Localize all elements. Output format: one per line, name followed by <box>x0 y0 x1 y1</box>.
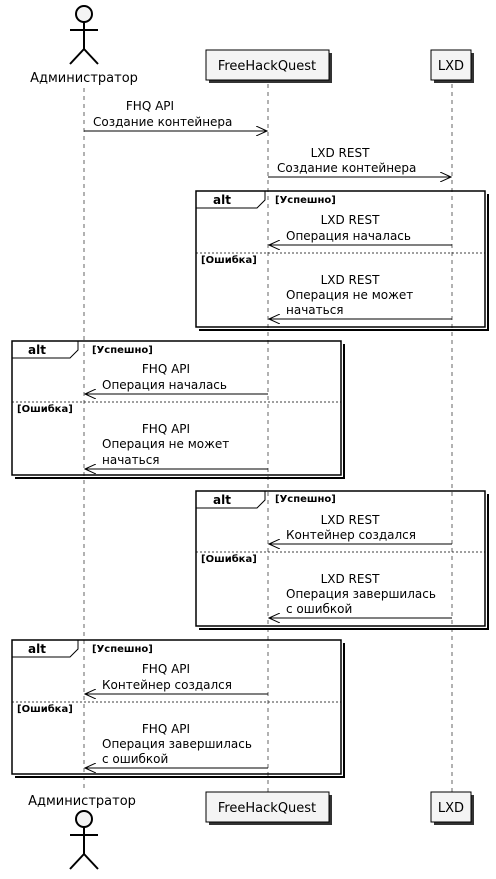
actor-admin-top <box>69 5 99 65</box>
participant-fhq-bottom: FreeHackQuest <box>205 791 332 825</box>
svg-text:начаться: начаться <box>286 303 344 317</box>
svg-text:Операция началась: Операция началась <box>286 229 411 243</box>
alt-block-3: alt [Успешно] LXD REST Контейнер создалс… <box>195 490 489 630</box>
svg-text:alt: alt <box>28 642 46 656</box>
participant-lxd-bottom: LXD <box>430 791 474 825</box>
svg-text:Операция началась: Операция началась <box>102 378 227 392</box>
svg-text:LXD REST: LXD REST <box>321 513 380 527</box>
svg-text:Операция завершилась: Операция завершилась <box>286 587 436 601</box>
participant-lxd-top-label: LXD <box>438 59 464 74</box>
message-lxd-create: LXD REST Создание контейнера <box>268 146 451 177</box>
svg-text:LXD REST: LXD REST <box>321 572 380 586</box>
svg-text:Контейнер создался: Контейнер создался <box>286 528 416 542</box>
svg-text:[Успешно]: [Успешно] <box>92 644 153 655</box>
alt-block-4: alt [Успешно] FHQ API Контейнер создался… <box>11 639 345 778</box>
svg-text:Создание контейнера: Создание контейнера <box>93 115 232 129</box>
svg-text:LXD REST: LXD REST <box>311 146 370 160</box>
svg-text:[Ошибка]: [Ошибка] <box>17 403 73 415</box>
svg-text:LXD REST: LXD REST <box>321 213 380 227</box>
svg-text:Операция не может: Операция не может <box>286 288 413 302</box>
message-fhq-create: FHQ API Создание контейнера <box>84 99 267 131</box>
alt-block-1: alt [Успешно] LXD REST Операция началась… <box>195 190 489 331</box>
svg-text:с ошибкой: с ошибкой <box>102 752 168 766</box>
guard-error: [Ошибка] <box>201 254 257 266</box>
participant-fhq-bottom-label: FreeHackQuest <box>218 801 316 816</box>
svg-text:с ошибкой: с ошибкой <box>286 602 352 616</box>
guard-success: [Успешно] <box>275 195 336 206</box>
participant-fhq-top: FreeHackQuest <box>205 49 332 83</box>
svg-text:FHQ API: FHQ API <box>142 722 190 736</box>
svg-text:Операция завершилась: Операция завершилась <box>102 737 252 751</box>
alt-block-2: alt [Успешно] FHQ API Операция началась … <box>11 340 345 479</box>
svg-text:[Ошибка]: [Ошибка] <box>17 703 73 715</box>
svg-text:FHQ API: FHQ API <box>126 99 174 113</box>
participant-fhq-top-label: FreeHackQuest <box>218 59 316 74</box>
svg-text:alt: alt <box>28 343 46 357</box>
svg-text:alt: alt <box>213 493 231 507</box>
participant-admin-bottom-label: Администратор <box>28 794 136 809</box>
svg-text:Контейнер создался: Контейнер создался <box>102 678 232 692</box>
svg-text:[Успешно]: [Успешно] <box>275 494 336 505</box>
participant-admin-top-label: Администратор <box>30 71 138 86</box>
actor-admin-bottom <box>69 810 99 870</box>
svg-text:Операция не может: Операция не может <box>102 437 229 451</box>
svg-text:LXD REST: LXD REST <box>321 273 380 287</box>
svg-text:начаться: начаться <box>102 453 160 467</box>
svg-text:FHQ API: FHQ API <box>142 662 190 676</box>
svg-text:Создание контейнера: Создание контейнера <box>277 161 416 175</box>
participant-lxd-bottom-label: LXD <box>438 801 464 816</box>
svg-text:FHQ API: FHQ API <box>142 422 190 436</box>
svg-text:[Успешно]: [Успешно] <box>92 345 153 356</box>
alt-keyword: alt <box>213 193 231 207</box>
svg-text:[Ошибка]: [Ошибка] <box>201 553 257 565</box>
svg-text:FHQ API: FHQ API <box>142 362 190 376</box>
participant-lxd-top: LXD <box>430 49 474 83</box>
